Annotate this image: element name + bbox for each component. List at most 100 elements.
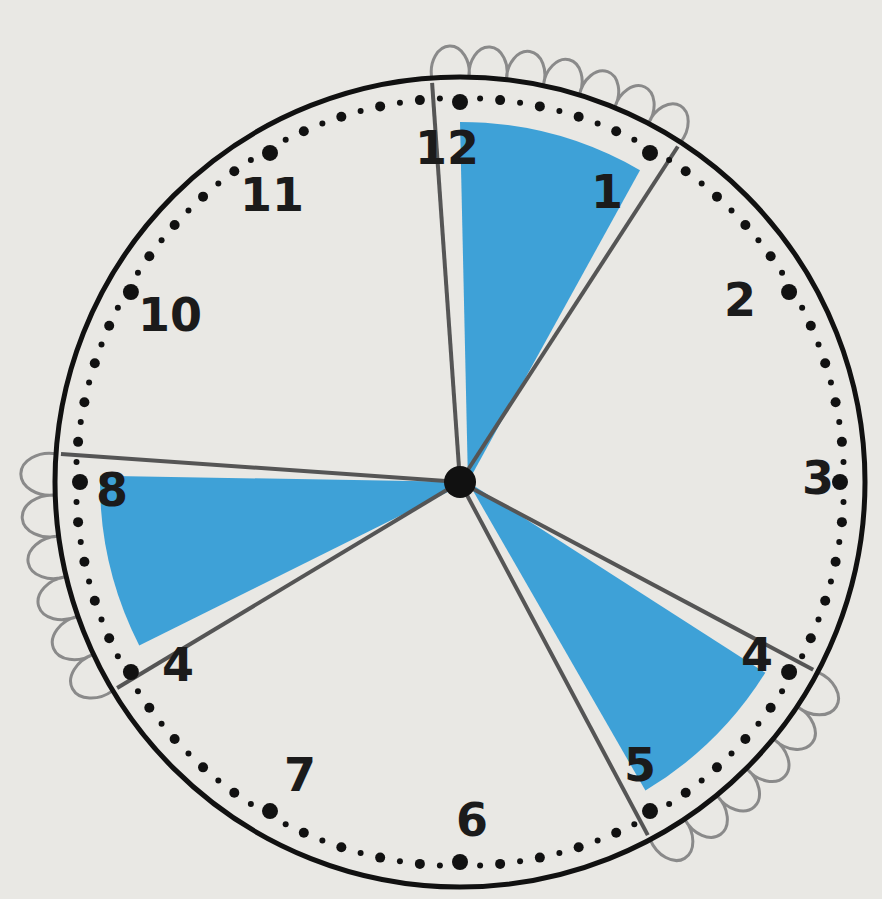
- minute-tick: [159, 721, 165, 727]
- minute-tick: [452, 854, 468, 870]
- clock-centre: [444, 466, 476, 498]
- sector-edge: [460, 147, 678, 482]
- minute-tick: [397, 858, 403, 864]
- hour-number: 3: [802, 455, 834, 501]
- minute-tick: [712, 762, 722, 772]
- minute-tick: [198, 762, 208, 772]
- minute-tick: [90, 596, 100, 606]
- minute-tick: [828, 380, 834, 386]
- minute-tick: [229, 788, 239, 798]
- minute-tick: [740, 220, 750, 230]
- minute-tick: [170, 220, 180, 230]
- minute-tick: [666, 801, 672, 807]
- minute-tick: [135, 270, 141, 276]
- minute-tick: [712, 192, 722, 202]
- minute-tick: [299, 126, 309, 136]
- minute-tick: [840, 499, 846, 505]
- hour-number: 4: [741, 632, 773, 678]
- hour-number: 4: [162, 642, 194, 688]
- minute-tick: [375, 101, 385, 111]
- minute-tick: [319, 837, 325, 843]
- hour-number: 6: [456, 797, 488, 843]
- minute-tick: [699, 777, 705, 783]
- minute-tick: [72, 474, 88, 490]
- minute-tick: [820, 596, 830, 606]
- minute-tick: [779, 688, 785, 694]
- minute-tick: [836, 539, 842, 545]
- minute-tick: [115, 305, 121, 311]
- minute-tick: [729, 751, 735, 757]
- minute-tick: [781, 284, 797, 300]
- hour-number: 5: [624, 742, 656, 788]
- minute-tick: [123, 284, 139, 300]
- minute-tick: [799, 305, 805, 311]
- minute-tick: [358, 850, 364, 856]
- minute-tick: [375, 853, 385, 863]
- minute-tick: [517, 100, 523, 106]
- minute-tick: [79, 397, 89, 407]
- minute-tick: [215, 181, 221, 187]
- minute-tick: [595, 837, 601, 843]
- shaded-sector: [100, 476, 468, 646]
- minute-tick: [631, 137, 637, 143]
- minute-tick: [699, 181, 705, 187]
- minute-tick: [837, 437, 847, 447]
- minute-tick: [73, 517, 83, 527]
- minute-tick: [595, 121, 601, 127]
- minute-tick: [248, 157, 254, 163]
- minute-tick: [452, 94, 468, 110]
- minute-tick: [729, 207, 735, 213]
- minute-tick: [495, 95, 505, 105]
- hour-number: 10: [138, 292, 202, 338]
- minute-tick: [144, 703, 154, 713]
- minute-tick: [415, 859, 425, 869]
- clock-rim: [55, 77, 865, 887]
- minute-tick: [611, 126, 621, 136]
- minute-tick: [666, 157, 672, 163]
- minute-tick: [283, 137, 289, 143]
- minute-tick: [681, 166, 691, 176]
- minute-tick: [336, 112, 346, 122]
- minute-tick: [185, 751, 191, 757]
- minute-tick: [358, 108, 364, 114]
- minute-tick: [831, 557, 841, 567]
- minute-tick: [631, 821, 637, 827]
- minute-tick: [415, 95, 425, 105]
- minute-tick: [740, 734, 750, 744]
- minute-tick: [123, 664, 139, 680]
- minute-tick: [806, 321, 816, 331]
- minute-tick: [574, 842, 584, 852]
- minute-tick: [611, 828, 621, 838]
- minute-tick: [397, 100, 403, 106]
- hour-number: 7: [284, 752, 316, 798]
- sector-edge: [117, 482, 460, 688]
- minute-tick: [828, 578, 834, 584]
- minute-tick: [781, 664, 797, 680]
- minute-tick: [556, 850, 562, 856]
- minute-tick: [115, 653, 121, 659]
- minute-tick: [806, 633, 816, 643]
- minute-tick: [336, 842, 346, 852]
- minute-tick: [517, 858, 523, 864]
- minute-tick: [104, 321, 114, 331]
- minute-tick: [477, 96, 483, 102]
- minute-tick: [820, 358, 830, 368]
- hour-number: 2: [724, 277, 756, 323]
- minute-tick: [262, 803, 278, 819]
- minute-tick: [144, 251, 154, 261]
- minute-tick: [283, 821, 289, 827]
- hour-number: 8: [96, 467, 128, 513]
- minute-tick: [78, 419, 84, 425]
- minute-tick: [836, 419, 842, 425]
- hour-number: 1: [591, 169, 623, 215]
- scalloped-edge: [650, 672, 838, 860]
- minute-tick: [779, 270, 785, 276]
- minute-tick: [86, 578, 92, 584]
- hour-number: 11: [240, 172, 304, 218]
- minute-tick: [215, 777, 221, 783]
- hour-number: 12: [415, 125, 479, 171]
- shaded-sector: [460, 122, 640, 482]
- minute-tick: [90, 358, 100, 368]
- minute-tick: [574, 112, 584, 122]
- shaded-sector: [468, 482, 765, 791]
